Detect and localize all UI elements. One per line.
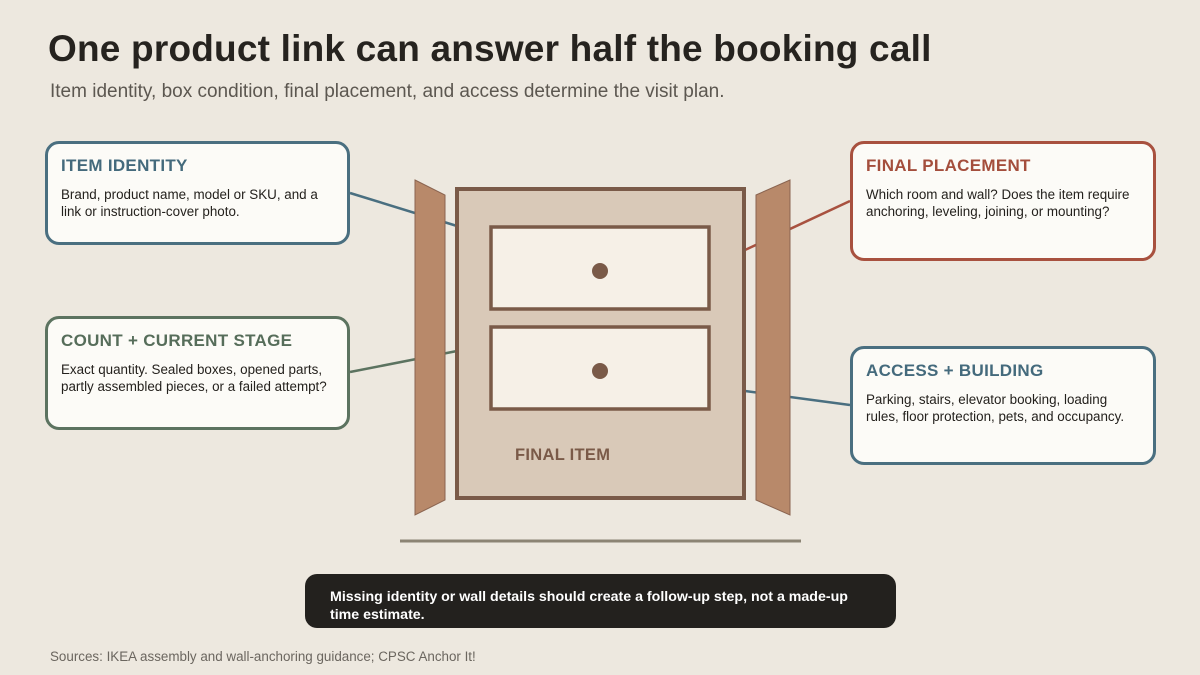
- left-side-panel: [414, 179, 446, 516]
- callout-note: Missing identity or wall details should …: [305, 574, 896, 628]
- card-text: Parking, stairs, elevator booking, loadi…: [866, 392, 1125, 424]
- card-heading: COUNT + CURRENT STAGE: [61, 331, 293, 350]
- card-final-placement: FINAL PLACEMENT Which room and wall? Doe…: [850, 141, 1156, 261]
- card-heading: ACCESS + BUILDING: [866, 361, 1044, 380]
- drawer-bottom-knob: [592, 363, 608, 379]
- drawer-top-knob: [592, 263, 608, 279]
- card-heading: ITEM IDENTITY: [61, 156, 188, 175]
- card-text: Brand, product name, model or SKU, and a…: [61, 187, 318, 219]
- card-count-stage: COUNT + CURRENT STAGE Exact quantity. Se…: [45, 316, 350, 430]
- final-item-label: FINAL ITEM: [515, 446, 611, 464]
- card-text: Exact quantity. Sealed boxes, opened par…: [61, 362, 327, 394]
- card-access-building: ACCESS + BUILDING Parking, stairs, eleva…: [850, 346, 1156, 465]
- sources-footnote: Sources: IKEA assembly and wall-anchorin…: [50, 649, 476, 664]
- card-text: Which room and wall? Does the item requi…: [866, 187, 1130, 219]
- right-side-panel: [755, 179, 791, 516]
- card-heading: FINAL PLACEMENT: [866, 156, 1031, 175]
- card-item-identity: ITEM IDENTITY Brand, product name, model…: [45, 141, 350, 245]
- page-title: One product link can answer half the boo…: [48, 28, 932, 69]
- page-subtitle: Item identity, box condition, final plac…: [50, 81, 725, 102]
